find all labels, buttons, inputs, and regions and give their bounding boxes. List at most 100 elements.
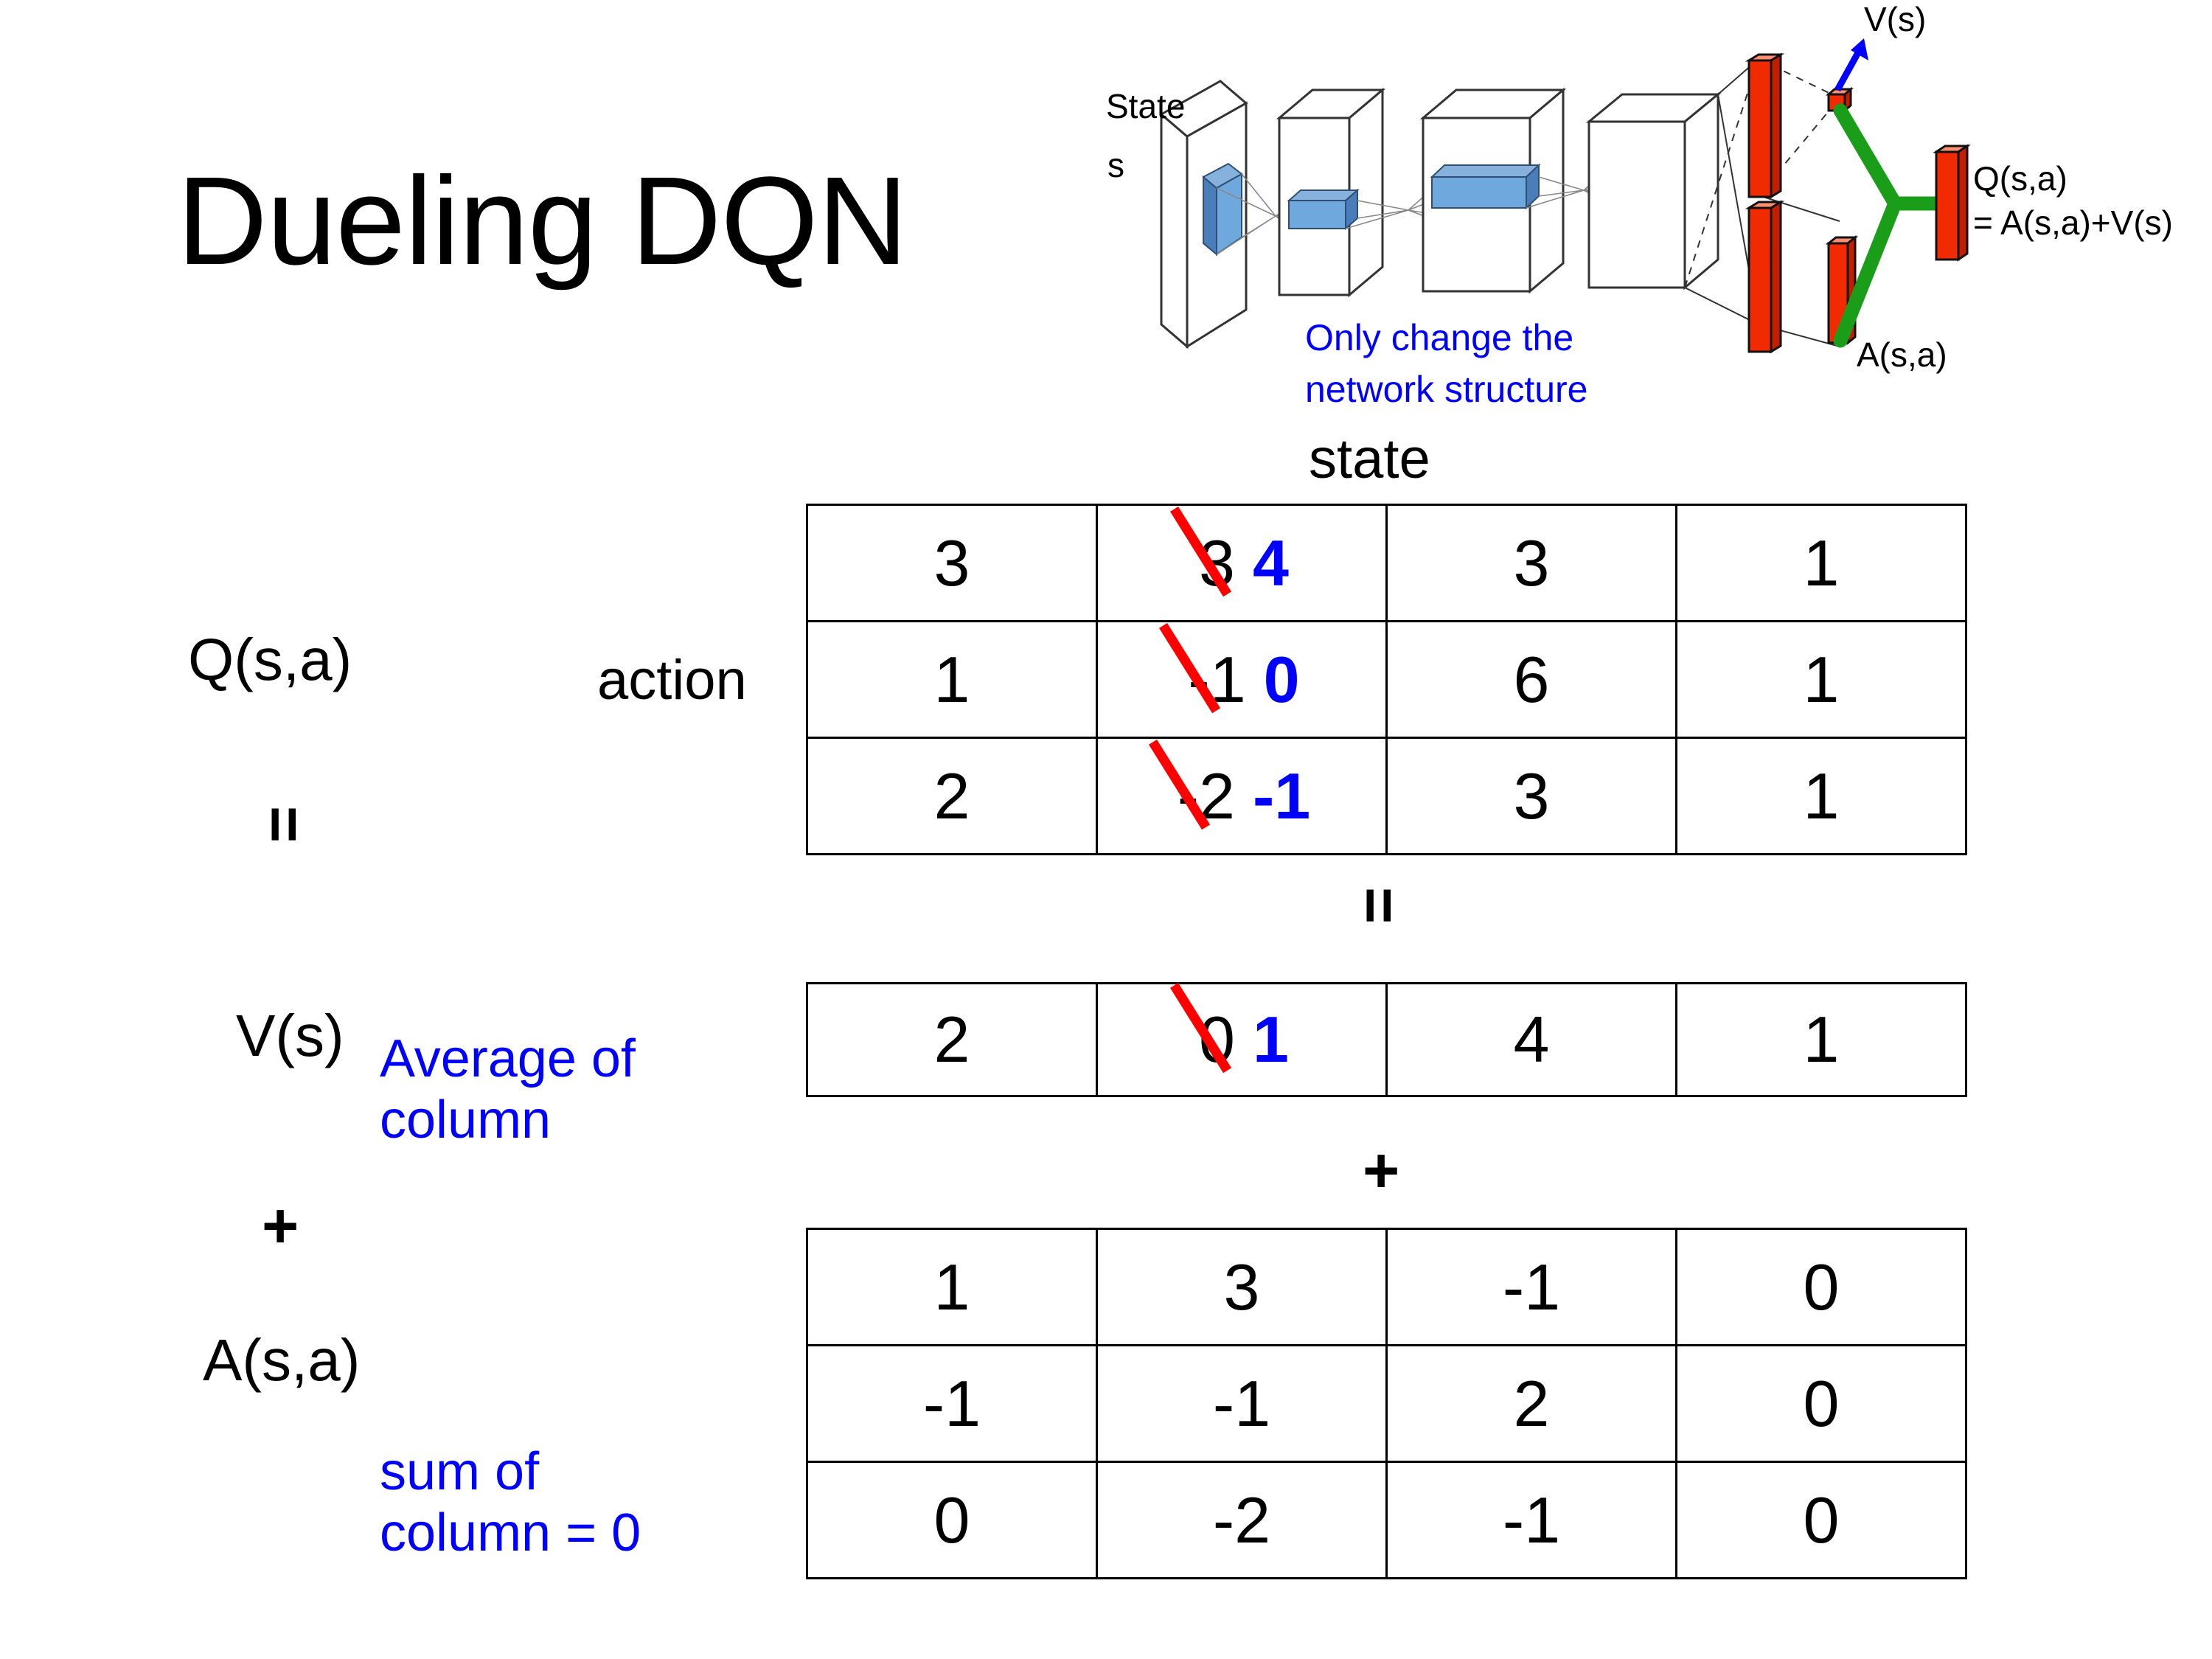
table-cell: -2-1 [1096, 737, 1388, 855]
cell-content: 1 [1677, 622, 1965, 737]
input-filter-patch-icon [1202, 162, 1243, 257]
new-value: -1 [1253, 759, 1311, 832]
table-cell: 1 [1675, 982, 1967, 1097]
cell-content: 2 [1388, 1346, 1675, 1461]
table-cell: 3 [1385, 504, 1677, 622]
cell-content: 3 [1098, 1230, 1385, 1344]
v-function-label: V(s) [236, 1003, 344, 1068]
cell-content: -1 [1388, 1230, 1675, 1344]
cell-content: 0 [1677, 1230, 1965, 1344]
cell-value: -1 [1502, 1250, 1561, 1324]
sum-of-column-note: sum of column = 0 [380, 1442, 641, 1562]
cell-content: 1 [808, 622, 1096, 737]
table-cell: -1 [1385, 1228, 1677, 1346]
table-cell: -2 [1096, 1461, 1388, 1579]
cell-content: 2 [808, 739, 1096, 853]
cell-value: 1 [933, 642, 970, 716]
table-cell: 1 [1675, 504, 1967, 622]
aggregation-join-icon [1833, 103, 1948, 348]
cell-content: 4 [1388, 984, 1675, 1095]
equals-operator-middle: = [1343, 886, 1415, 925]
old-value-struck: -2 [1173, 759, 1239, 834]
cell-content: 0 [1677, 1463, 1965, 1577]
action-axis-label: action [597, 649, 747, 712]
conv-filter-2-icon [1430, 163, 1541, 210]
table-row: 2 -2-1 3 1 [806, 737, 1967, 855]
table-cell: 3 [806, 504, 1098, 622]
cell-content: -1 [1098, 1346, 1385, 1461]
value-stream-arrow-icon [1834, 38, 1868, 92]
cell-value: -1 [922, 1366, 981, 1440]
q-function-label: Q(s,a) [188, 627, 352, 692]
table-cell: 1 [1675, 620, 1967, 739]
cell-value: 1 [1803, 1003, 1840, 1076]
table-cell: 0 [1675, 1228, 1967, 1346]
value-stream-bar-icon [1745, 52, 1785, 199]
cell-content: 1 [808, 1230, 1096, 1344]
cell-content: 1 [1677, 506, 1965, 620]
equals-operator-left: = [248, 805, 320, 844]
cell-content: 1 [1677, 984, 1965, 1095]
table-cell: -1 [1096, 1344, 1388, 1463]
cell-content: 2 [808, 984, 1096, 1095]
cell-value: 2 [933, 1003, 970, 1076]
cell-value: 4 [1513, 1003, 1550, 1076]
table-cell: 0 [806, 1461, 1098, 1579]
a-function-label: A(s,a) [203, 1327, 361, 1393]
cell-value: -1 [1212, 1366, 1271, 1440]
table-cell: 1 [806, 620, 1098, 739]
old-value-struck: 0 [1194, 1002, 1239, 1077]
cell-content: -1 [808, 1346, 1096, 1461]
cell-content: -2-1 [1098, 739, 1385, 853]
diagram-note-line1: Only change the [1305, 317, 1573, 358]
cell-value: 1 [933, 1250, 970, 1324]
cell-content: 6 [1388, 622, 1675, 737]
new-value: 1 [1253, 1003, 1289, 1076]
cell-value: 1 [1803, 759, 1840, 832]
new-value: 0 [1263, 642, 1300, 716]
table-cell: -1 [806, 1344, 1098, 1463]
diagram-output-label-line2: = A(s,a)+V(s) [1973, 204, 2173, 242]
advantage-stream-bar-icon [1745, 200, 1785, 354]
table-cell: 3 [1096, 1228, 1388, 1346]
state-axis-label: state [1309, 428, 1430, 490]
table-cell: 4 [1385, 982, 1677, 1097]
cell-content: 0 [1677, 1346, 1965, 1461]
diagram-value-stream-label: V(s) [1864, 0, 1926, 38]
cell-value: 3 [1513, 759, 1550, 832]
cell-value: 3 [933, 526, 970, 599]
cell-content: 0 [808, 1463, 1096, 1577]
cell-content: -1 [1388, 1463, 1675, 1577]
cell-content: 1 [1677, 739, 1965, 853]
plus-operator-middle: + [1363, 1135, 1400, 1206]
cell-value: 0 [1803, 1250, 1840, 1324]
cell-value: -2 [1212, 1483, 1271, 1557]
cell-value: 1 [1803, 526, 1840, 599]
new-value: 4 [1253, 526, 1289, 599]
table-cell: 1 [806, 1228, 1098, 1346]
diagram-output-label-line1: Q(s,a) [1973, 159, 2067, 198]
plus-operator-left: + [262, 1191, 299, 1262]
table-cell: 6 [1385, 620, 1677, 739]
diagram-note-line2: network structure [1305, 369, 1587, 410]
cell-value: 3 [1223, 1250, 1260, 1324]
cell-value: -1 [1502, 1483, 1561, 1557]
table-row: 1 3 -1 0 [806, 1228, 1967, 1346]
table-cell: 0 [1675, 1344, 1967, 1463]
cell-content: -2 [1098, 1463, 1385, 1577]
cell-value: 2 [1513, 1366, 1550, 1440]
diagram-input-label-line2: s [1107, 146, 1124, 184]
dueling-network-diagram: State s V(s) A(s,a) Q(s,a) = A(s,a)+V(s)… [1091, 0, 2212, 420]
cell-value: 2 [933, 759, 970, 832]
cell-value: 3 [1513, 526, 1550, 599]
old-value-struck: -1 [1183, 642, 1250, 717]
average-of-column-note: Average of column [380, 1029, 636, 1150]
